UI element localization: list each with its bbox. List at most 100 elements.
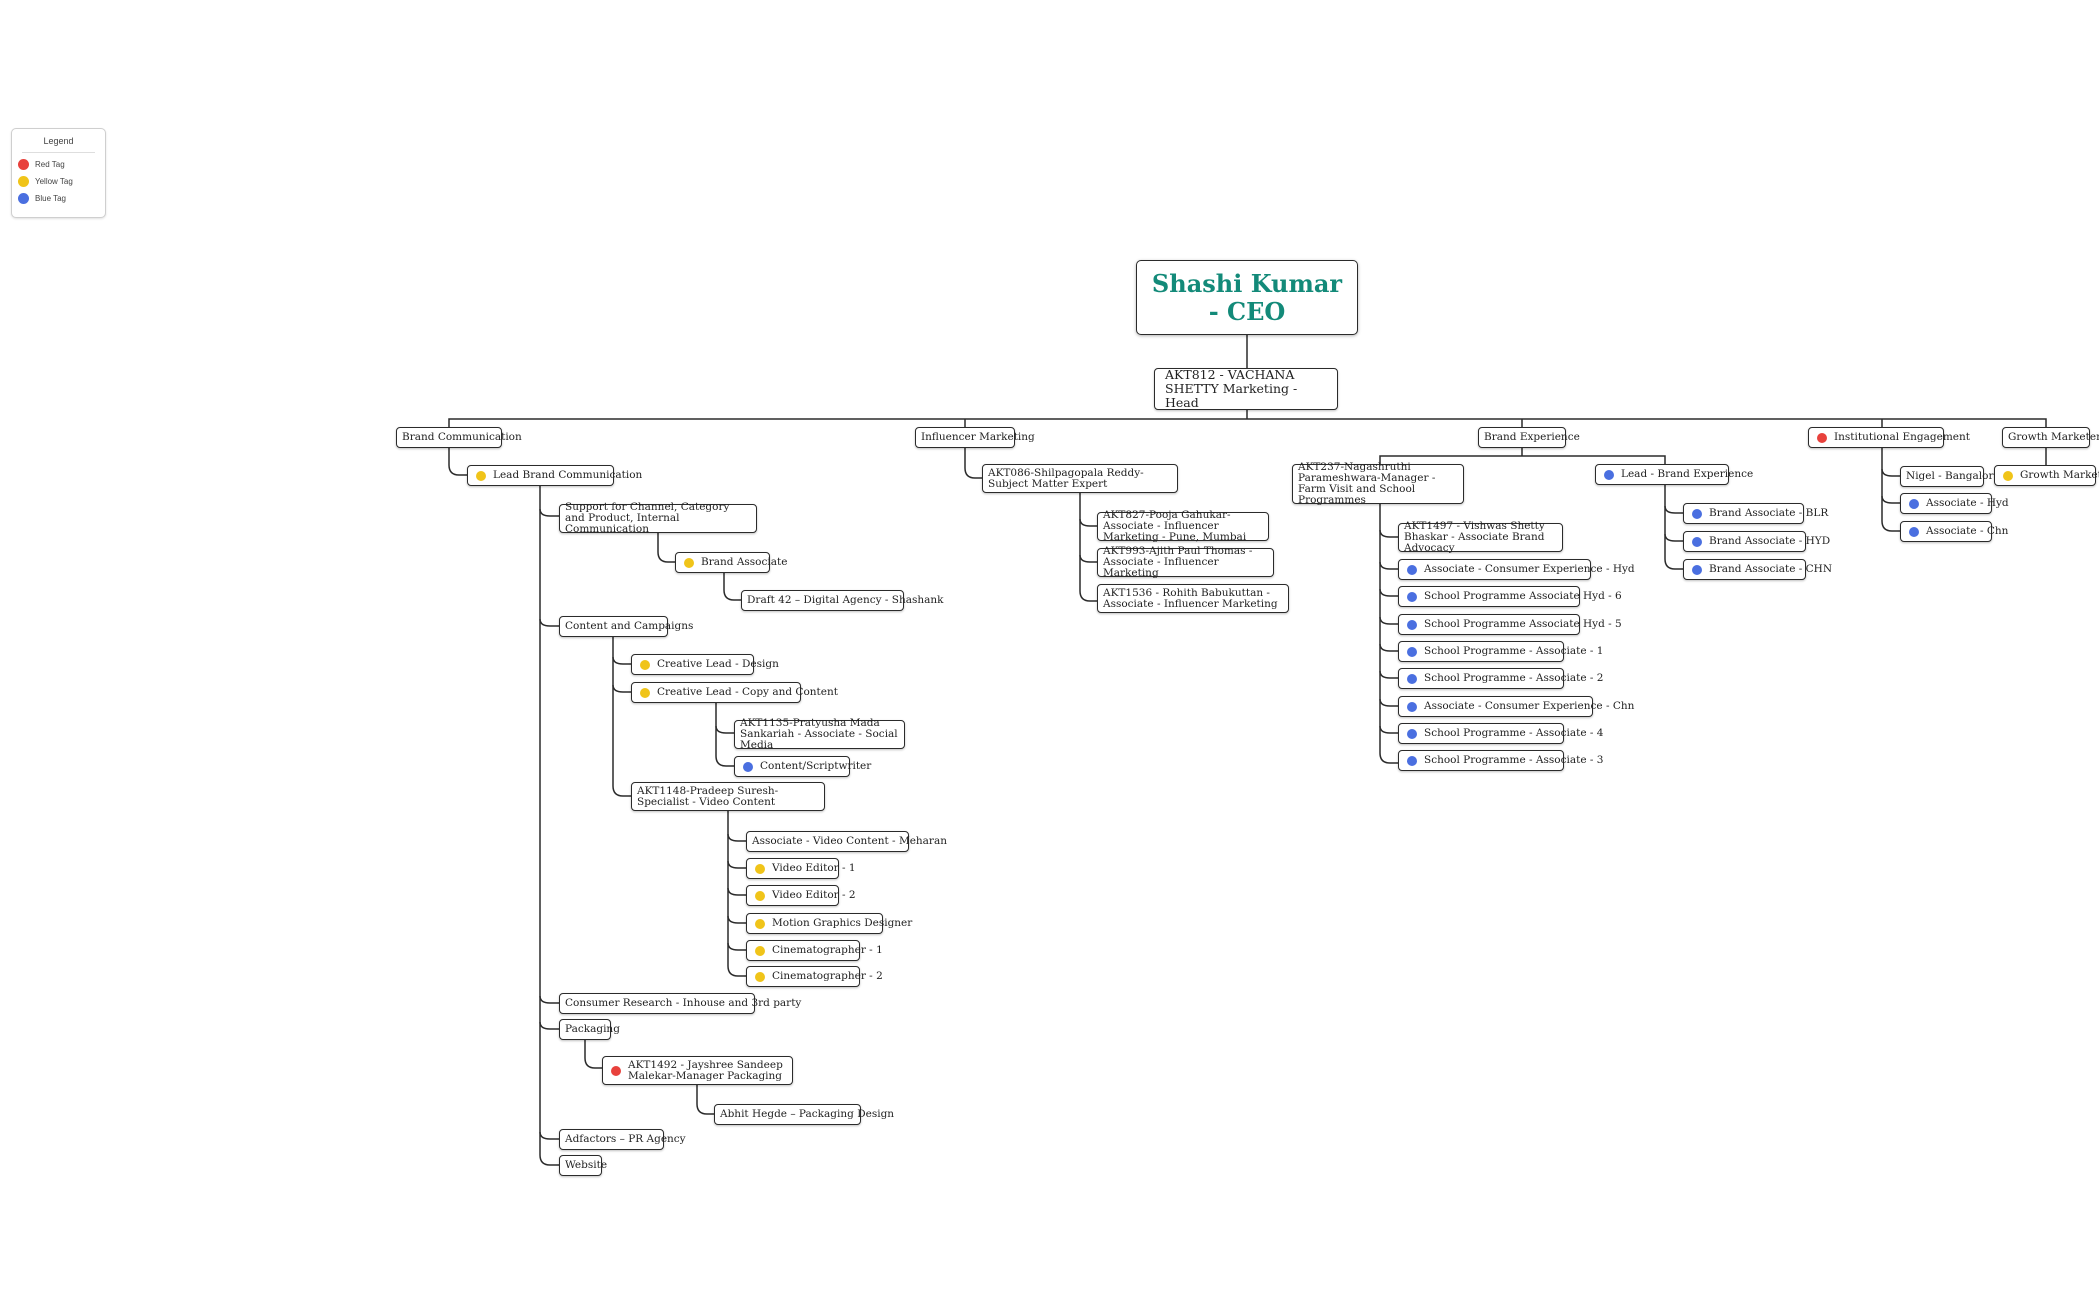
blue-tag-icon xyxy=(1692,508,1702,519)
marketing-head-node[interactable]: AKT812 - VACHANA SHETTY Marketing - Head xyxy=(1154,368,1338,410)
edge-shilpa-pooja xyxy=(1079,518,1097,527)
cinematographer-1-node[interactable]: Cinematographer - 1 xyxy=(746,940,883,961)
abhit-packaging-design-node[interactable]: Abhit Hegde – Packaging Design xyxy=(714,1104,894,1125)
blue-tag-icon xyxy=(1407,755,1417,766)
packaging-node[interactable]: Packaging xyxy=(559,1019,620,1040)
yellow-tag-icon xyxy=(684,557,694,568)
legend-label: Red Tag xyxy=(35,160,65,169)
node-label: Associate - Consumer Experience - Chn xyxy=(1424,700,1635,712)
lead-brand-communication[interactable]: Lead Brand Communication xyxy=(467,465,642,486)
pradeep-node[interactable]: AKT1148-Pradeep Suresh-Specialist - Vide… xyxy=(631,782,825,811)
shilpagopala-node[interactable]: AKT086-Shilpagopala Reddy-Subject Matter… xyxy=(982,464,1178,493)
edge-nagashruthi-s2 xyxy=(1379,588,1398,597)
edge-nagashruthi-s3 xyxy=(1379,616,1398,625)
ajith-node[interactable]: AKT993-Ajith Paul Thomas -Associate - In… xyxy=(1097,546,1274,579)
video-editor-2-node[interactable]: Video Editor - 2 xyxy=(746,885,856,906)
dept-institutional-engagement[interactable]: Institutional Engagement xyxy=(1808,427,1970,448)
legend-item-yellow: Yellow Tag xyxy=(18,176,105,187)
jayshree-node[interactable]: AKT1492 - Jayshree Sandeep Malekar-Manag… xyxy=(602,1056,793,1085)
edge-nagashruthi-s7 xyxy=(1379,725,1398,734)
pratyusha-node[interactable]: AKT1135-Pratyusha Mada Sankariah - Assoc… xyxy=(734,718,905,751)
edge-pradeep-cin1 xyxy=(727,942,746,951)
video-content-associate-node[interactable]: Associate - Video Content - Meharan xyxy=(746,831,947,852)
red-tag-icon xyxy=(1817,432,1827,443)
node-label: School Programme - Associate - 4 xyxy=(1424,727,1604,739)
website-node[interactable]: Website xyxy=(559,1155,607,1176)
edge-bc-lead xyxy=(448,448,467,476)
draft42-agency-node[interactable]: Draft 42 – Digital Agency - Shashank xyxy=(741,590,944,611)
yellow-tag-icon xyxy=(755,971,765,982)
nigel-bangalore-node[interactable]: Nigel - Bangalore xyxy=(1900,466,2000,487)
consumer-experience-hyd-node[interactable]: Associate - Consumer Experience - Hyd xyxy=(1398,559,1635,580)
school-programme-associate-1-node[interactable]: School Programme - Associate - 1 xyxy=(1398,641,1603,662)
edge-nagashruthi-s1 xyxy=(1379,561,1398,570)
node-label: Lead Brand Communication xyxy=(493,469,643,481)
edge-pradeep-mgd xyxy=(727,915,746,924)
node-label: Brand Associate xyxy=(701,556,788,568)
legend: Legend Red Tag Yellow Tag Blue Tag xyxy=(11,128,106,218)
yellow-tag-icon xyxy=(640,659,650,670)
brand-associate-node[interactable]: Brand Associate xyxy=(675,552,787,573)
content-scriptwriter-node[interactable]: Content/Scriptwriter xyxy=(734,756,871,777)
yellow-tag-icon xyxy=(755,918,765,929)
vishwas-node[interactable]: AKT1497 - Vishwas Shetty Bhaskar - Assoc… xyxy=(1398,521,1563,554)
school-programme-associate-3-node[interactable]: School Programme - Associate - 3 xyxy=(1398,750,1603,771)
edge-lead-be-spine xyxy=(1664,485,1683,570)
yellow-tag-icon xyxy=(755,890,765,901)
associate-chn-node[interactable]: Associate - Chn xyxy=(1900,521,2008,542)
node-label: Motion Graphics Designer xyxy=(772,917,913,929)
support-channel-category-node[interactable]: Support for Channel, Category and Produc… xyxy=(559,502,757,535)
creative-lead-copy-node[interactable]: Creative Lead - Copy and Content xyxy=(631,682,838,703)
blue-tag-icon xyxy=(743,761,753,772)
dept-influencer-marketing[interactable]: Influencer Marketing xyxy=(915,427,1035,448)
brand-associate-hyd-node[interactable]: Brand Associate - HYD xyxy=(1683,531,1830,552)
brand-associate-chn-node[interactable]: Brand Associate - CHN xyxy=(1683,559,1832,580)
school-programme-hyd-5-node[interactable]: School Programme Associate Hyd - 5 xyxy=(1398,614,1622,635)
node-label: Brand Associate - BLR xyxy=(1709,507,1829,519)
edge-lead-be-blr xyxy=(1664,505,1683,514)
yellow-tag-icon xyxy=(755,945,765,956)
edge-lead-be-hyd xyxy=(1664,533,1683,542)
edge-pradeep-ve2 xyxy=(727,887,746,896)
node-label: Creative Lead - Design xyxy=(657,658,779,670)
consumer-research-node[interactable]: Consumer Research - Inhouse and 3rd part… xyxy=(559,993,801,1014)
school-programme-associate-4-node[interactable]: School Programme - Associate - 4 xyxy=(1398,723,1603,744)
edge-shilpa-spine xyxy=(1079,493,1097,602)
ceo-node[interactable]: Shashi Kumar - CEO xyxy=(1136,260,1358,335)
edge-jayshree-abhit xyxy=(696,1083,714,1115)
node-label: Creative Lead - Copy and Content xyxy=(657,686,838,698)
brand-associate-blr-node[interactable]: Brand Associate - BLR xyxy=(1683,503,1828,524)
pooja-node[interactable]: AKT827-Pooja Gahukar-Associate - Influen… xyxy=(1097,510,1269,543)
school-programme-associate-2-node[interactable]: School Programme - Associate - 2 xyxy=(1398,668,1603,689)
edge-ie-spine xyxy=(1881,448,1900,532)
edge-brand-associate-draft xyxy=(723,573,741,601)
lead-brand-experience-node[interactable]: Lead - Brand Experience xyxy=(1595,464,1753,485)
consumer-experience-chn-node[interactable]: Associate - Consumer Experience - Chn xyxy=(1398,696,1634,717)
edge-lead-support xyxy=(539,508,559,517)
dept-brand-communication[interactable]: Brand Communication xyxy=(396,427,522,448)
node-label: Growth Marketer xyxy=(2020,469,2099,481)
dept-brand-experience[interactable]: Brand Experience xyxy=(1478,427,1580,448)
video-editor-1-node[interactable]: Video Editor - 1 xyxy=(746,858,856,879)
adfactors-node[interactable]: Adfactors – PR Agency xyxy=(559,1129,686,1150)
associate-hyd-node[interactable]: Associate - Hyd xyxy=(1900,493,2009,514)
motion-graphics-designer-node[interactable]: Motion Graphics Designer xyxy=(746,913,912,934)
blue-tag-icon xyxy=(18,193,29,204)
red-tag-icon xyxy=(611,1065,621,1076)
edge-copy-spine xyxy=(715,703,734,767)
yellow-tag-icon xyxy=(476,470,486,481)
node-label: Lead - Brand Experience xyxy=(1621,468,1754,480)
content-and-campaigns-node[interactable]: Content and Campaigns xyxy=(559,616,693,637)
rohith-node[interactable]: AKT1536 - Rohith Babukuttan - Associate … xyxy=(1097,584,1289,613)
blue-tag-icon xyxy=(1692,564,1702,575)
dept-growth-marketer[interactable]: Growth Marketer xyxy=(2002,427,2099,448)
blue-tag-icon xyxy=(1909,526,1919,537)
edge-pradeep-ve1 xyxy=(727,860,746,869)
nagashruthi-node[interactable]: AKT237-Nagashruthi Parameshwara-Manager … xyxy=(1292,462,1464,506)
edge-ie-hyd xyxy=(1881,495,1900,504)
creative-lead-design-node[interactable]: Creative Lead - Design xyxy=(631,654,779,675)
cinematographer-2-node[interactable]: Cinematographer - 2 xyxy=(746,966,883,987)
school-programme-hyd-6-node[interactable]: School Programme Associate Hyd - 6 xyxy=(1398,586,1622,607)
edge-lead-spine xyxy=(539,486,559,1166)
growth-marketer-node[interactable]: Growth Marketer xyxy=(1994,465,2099,486)
